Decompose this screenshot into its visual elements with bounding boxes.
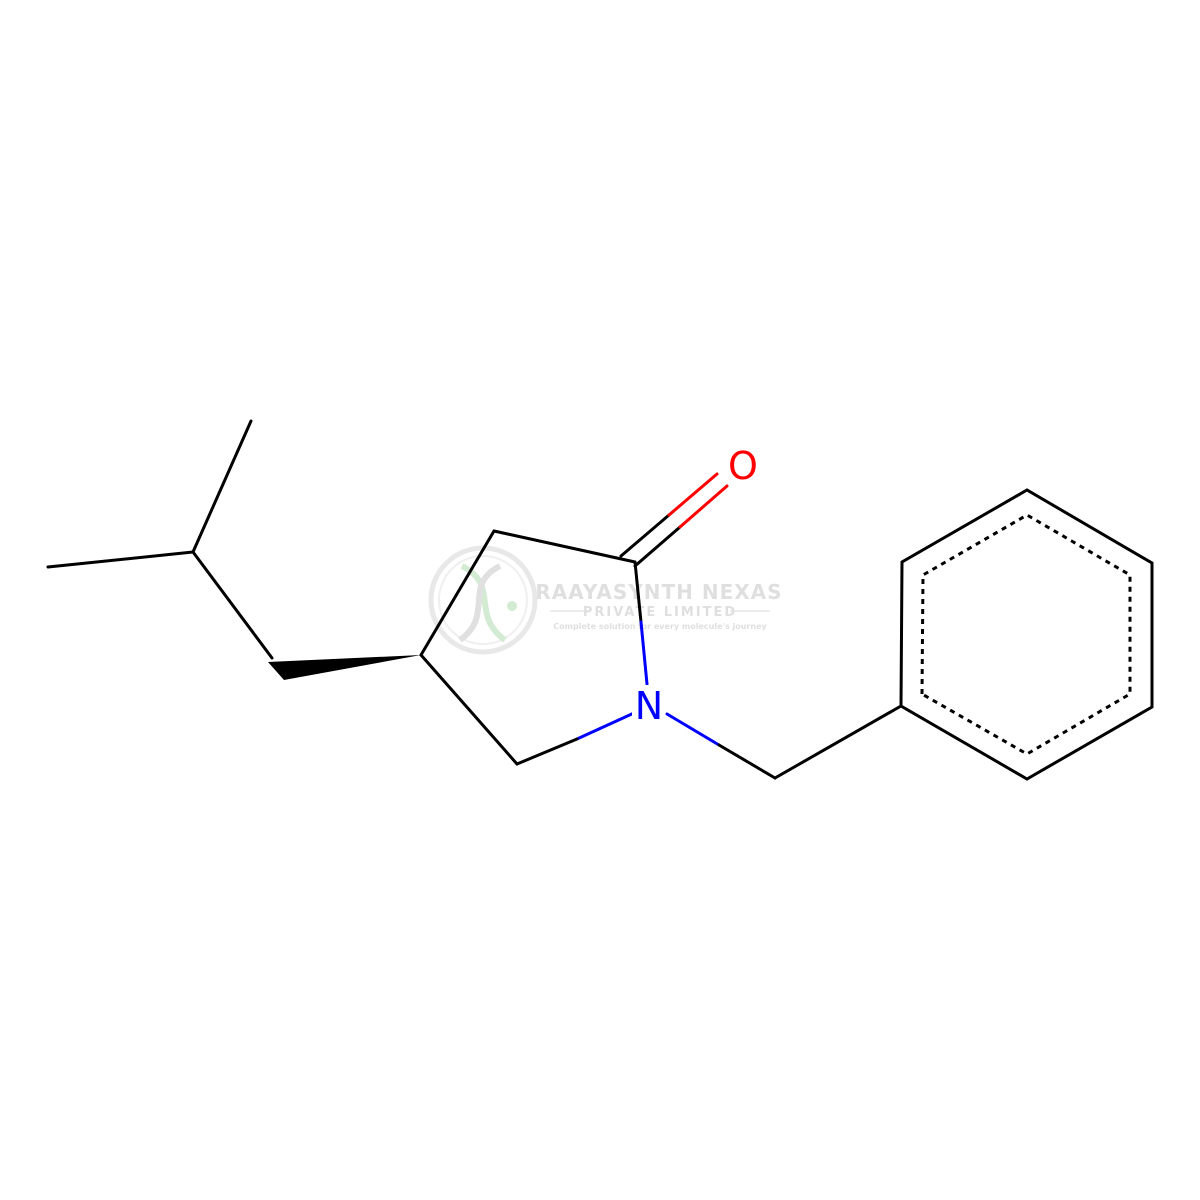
bond-n-c5-upper bbox=[575, 711, 636, 741]
oxygen-label: O bbox=[728, 444, 758, 488]
atom-labels: N O bbox=[632, 444, 761, 728]
isobutyl-group bbox=[46, 419, 421, 680]
bond-c4-c3 bbox=[419, 529, 496, 657]
benzene-outer bbox=[899, 488, 1154, 781]
wedge-bond bbox=[268, 655, 421, 680]
bond-n-ch2-upper bbox=[665, 712, 721, 747]
watermark-subtitle: PRIVATE LIMITED bbox=[583, 605, 737, 620]
bond-methyl-b bbox=[46, 550, 195, 569]
bond-n-ch2-lower bbox=[717, 743, 777, 780]
benzene-ring bbox=[899, 488, 1154, 781]
bond-co-1a bbox=[619, 513, 671, 558]
pyrrolidinone-ring bbox=[419, 529, 649, 766]
bond-ch-ch2 bbox=[191, 550, 274, 660]
nitrogen-label: N bbox=[635, 684, 663, 728]
bond-co-2b bbox=[678, 484, 729, 529]
watermark-tagline: Complete solution for every molecule's j… bbox=[553, 622, 767, 631]
bond-ch2-ipso bbox=[773, 704, 903, 780]
bond-c3-c2 bbox=[492, 529, 637, 564]
watermark-company: RAAYASYNTH NEXAS bbox=[535, 580, 782, 604]
bond-co-2a bbox=[633, 525, 682, 568]
o-label-bg bbox=[725, 446, 761, 484]
bond-co-1b bbox=[667, 472, 719, 517]
benzene-inner-dashed bbox=[920, 513, 1132, 756]
watermark-logo bbox=[428, 545, 538, 655]
bond-c5-c4 bbox=[419, 653, 519, 766]
bond-c2-n-upper bbox=[633, 560, 643, 624]
n-label-bg bbox=[632, 685, 664, 721]
carbonyl-group bbox=[619, 472, 729, 568]
bond-methyl-a bbox=[191, 419, 253, 554]
watermark: RAAYASYNTH NEXAS PRIVATE LIMITED Complet… bbox=[428, 545, 782, 655]
bond-n-c5-lower bbox=[515, 737, 579, 766]
benzyl-group bbox=[665, 488, 1154, 781]
bond-c2-n-lower bbox=[639, 620, 649, 686]
